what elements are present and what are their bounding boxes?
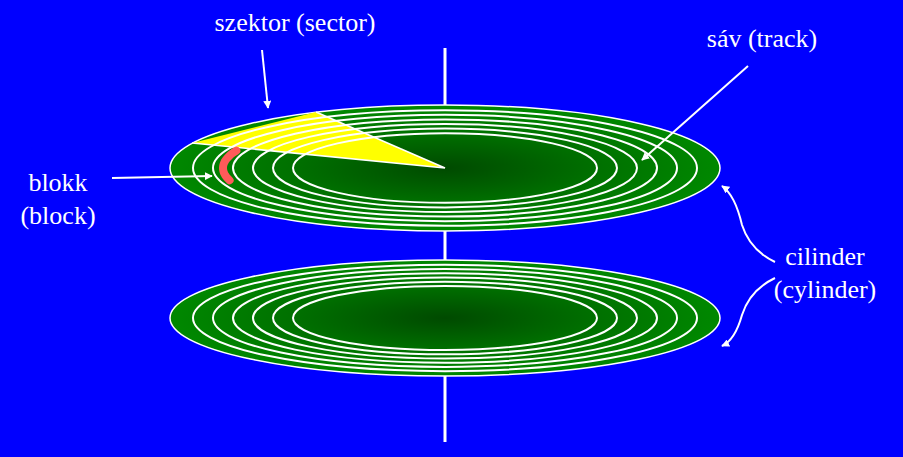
platter-surface	[170, 105, 720, 231]
track-ring	[253, 278, 637, 359]
track-ring	[233, 273, 657, 362]
cylinder-bracket	[722, 186, 775, 262]
leader-line	[112, 176, 212, 178]
part-label: sáv (track)	[672, 22, 852, 55]
part-label: blokk (block)	[2, 166, 114, 232]
track-ring	[213, 269, 677, 367]
track-ring	[293, 286, 597, 350]
part-label: szektor (sector)	[170, 6, 420, 39]
platter-surface	[170, 260, 720, 376]
platter	[170, 105, 720, 231]
track-ring	[193, 110, 697, 225]
block-arc	[223, 151, 236, 181]
track-ring	[273, 282, 617, 355]
part-label: cilinder (cylinder)	[752, 240, 898, 306]
cylinder-bracket	[722, 278, 775, 346]
platter	[170, 260, 720, 376]
leader-line	[642, 66, 748, 160]
track-ring	[193, 265, 697, 371]
leader-line	[262, 50, 268, 108]
